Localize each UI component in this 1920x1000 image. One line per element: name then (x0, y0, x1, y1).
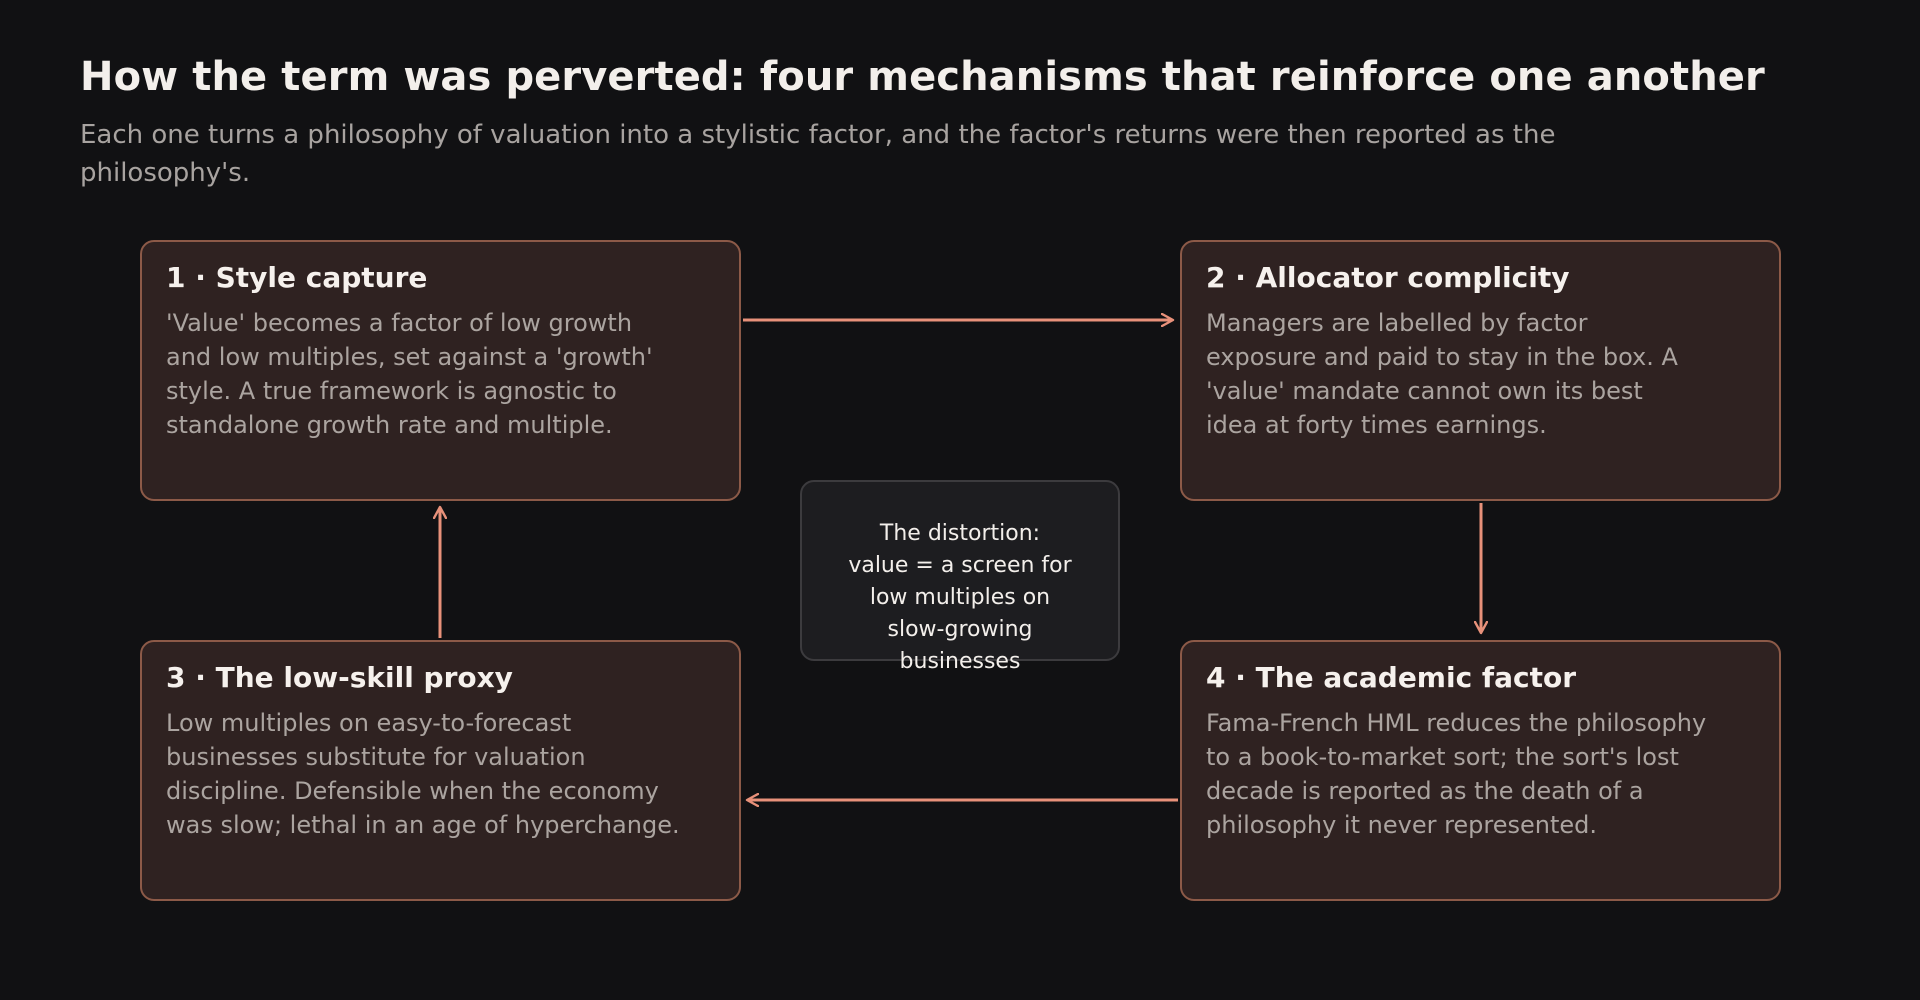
card-body: Managers are labelled by factor exposure… (1206, 309, 1678, 439)
card-style-capture: 1 · Style capture 'Value' becomes a fact… (140, 240, 741, 501)
card-body: Fama-French HML reduces the philosophy t… (1206, 709, 1707, 839)
distortion-line: slow-growing (887, 617, 1033, 642)
page-subtitle: Each one turns a philosophy of valuation… (80, 120, 1556, 188)
page-title: How the term was perverted: four mechani… (80, 54, 1765, 100)
distortion-line: value = a screen for (848, 553, 1072, 578)
distortion-summary-box: The distortion: value = a screen for low… (800, 480, 1120, 674)
card-body: 'Value' becomes a factor of low growth a… (166, 309, 653, 439)
distortion-line: businesses (899, 649, 1021, 674)
card-title: 1 · Style capture (166, 261, 428, 294)
card-low-skill-proxy: 3 · The low-skill proxy Low multiples on… (140, 640, 741, 901)
distortion-line: low multiples on (869, 585, 1051, 610)
distortion-line: The distortion: (879, 521, 1041, 546)
card-allocator-complicity: 2 · Allocator complicity Managers are la… (1180, 240, 1781, 501)
card-body: Low multiples on easy-to-forecast busine… (166, 709, 680, 839)
card-academic-factor: 4 · The academic factor Fama-French HML … (1180, 640, 1781, 901)
card-title: 3 · The low-skill proxy (166, 661, 513, 694)
card-title: 2 · Allocator complicity (1206, 261, 1570, 294)
card-title: 4 · The academic factor (1206, 661, 1577, 694)
